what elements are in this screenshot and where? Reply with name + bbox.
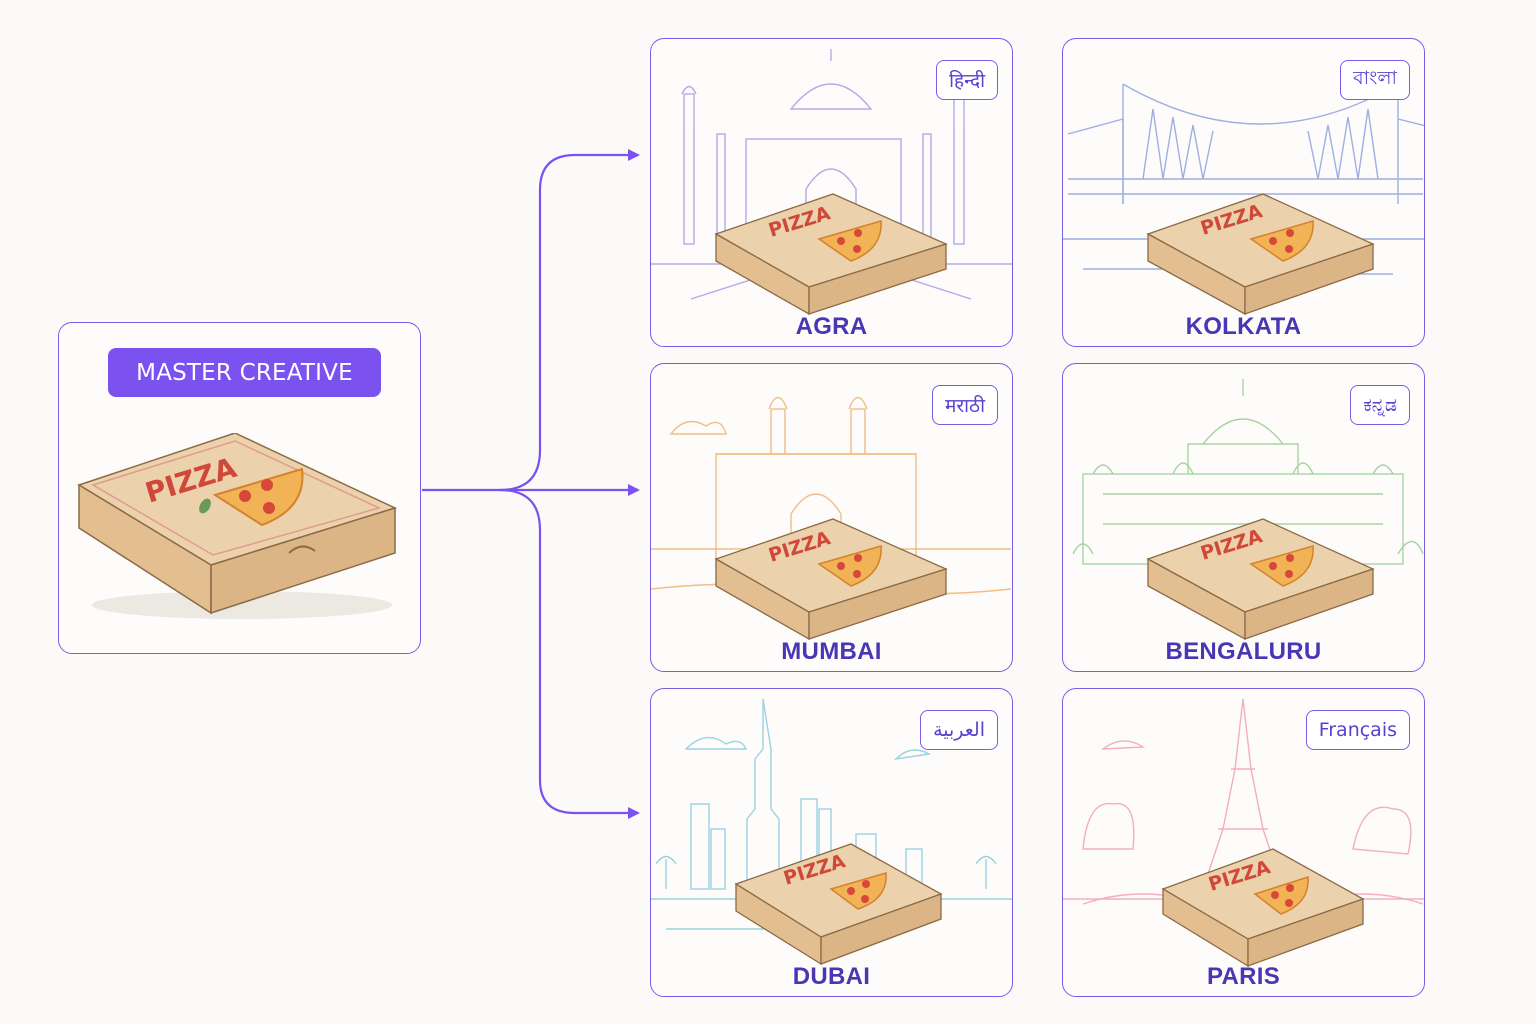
city-name: AGRA — [795, 313, 868, 340]
pizza-box-icon: PIZZA — [1161, 848, 1365, 968]
connector-top — [499, 149, 640, 492]
pizza-box-icon: PIZZA — [77, 433, 398, 619]
city-name: MUMBAI — [781, 638, 882, 665]
city-card-dubai[interactable]: PIZZA العربية DUBAI — [650, 688, 1013, 997]
city-card-bengaluru[interactable]: PIZZA ಕನ್ನಡ BENGALURU — [1062, 363, 1425, 672]
pizza-box-icon: PIZZA — [734, 843, 943, 966]
language-badge: हिन्दी — [936, 60, 998, 100]
language-badge: Français — [1305, 710, 1410, 750]
pizza-box-icon: PIZZA — [714, 193, 948, 316]
pizza-box-icon: PIZZA — [714, 518, 948, 641]
city-card-kolkata[interactable]: PIZZA বাংলা KOLKATA — [1062, 38, 1425, 347]
city-name: PARIS — [1206, 963, 1281, 990]
language-badge: मराठी — [931, 385, 998, 425]
city-name: DUBAI — [792, 963, 871, 990]
pizza-box-icon: PIZZA — [1146, 193, 1375, 316]
city-name: BENGALURU — [1165, 638, 1322, 665]
connector-bottom — [499, 488, 640, 819]
master-creative-label: MASTER CREATIVE — [108, 348, 381, 397]
language-badge: ಕನ್ನಡ — [1350, 385, 1410, 425]
city-card-agra[interactable]: PIZZA हिन्दी AGRA — [650, 38, 1013, 347]
city-card-paris[interactable]: PIZZA Français PARIS — [1062, 688, 1425, 997]
city-name: KOLKATA — [1185, 313, 1302, 340]
language-badge: العربية — [920, 710, 998, 750]
pizza-box-icon: PIZZA — [1146, 518, 1375, 641]
burj-khalifa-icon — [651, 698, 1012, 930]
master-creative-card[interactable]: MASTER CREATIVE PIZZA — [58, 322, 421, 654]
city-card-mumbai[interactable]: PIZZA मराठी MUMBAI — [650, 363, 1013, 672]
language-badge: বাংলা — [1340, 60, 1410, 100]
